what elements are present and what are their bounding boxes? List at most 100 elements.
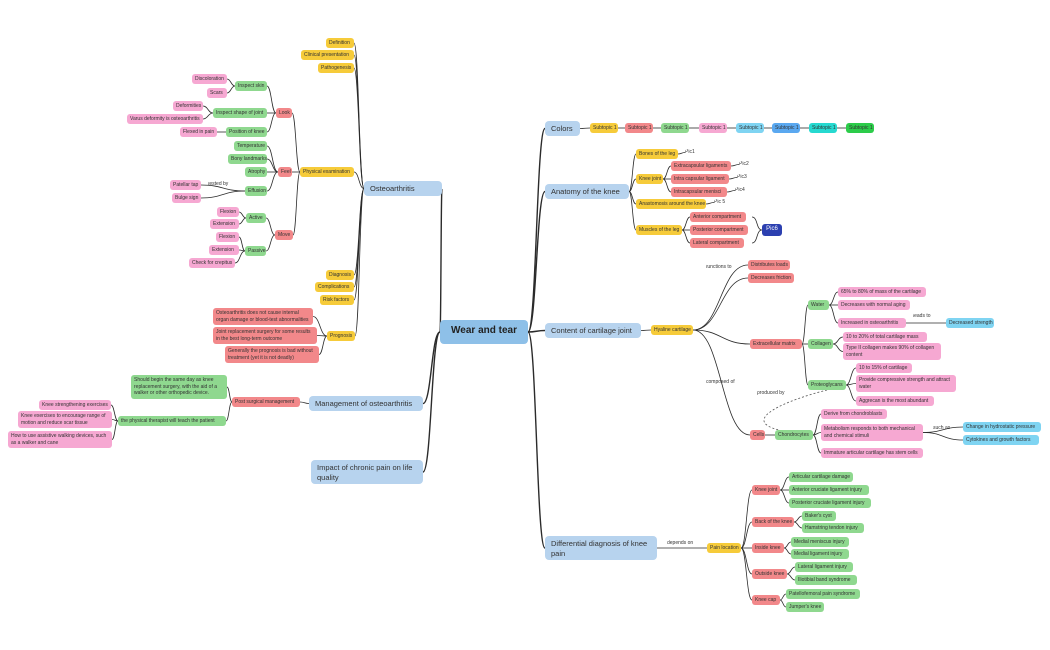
node-cells[interactable]: Cells — [750, 430, 765, 440]
node-kneecap[interactable]: Knee cap — [752, 595, 780, 605]
node-prog1[interactable]: Osteoarthritis does not cause internal o… — [213, 308, 313, 325]
node-st8[interactable]: Subtopic 1 — [846, 123, 874, 133]
node-anat[interactable]: Anatomy of the knee — [545, 184, 629, 199]
node-bulge[interactable]: Bulge sign — [172, 193, 201, 203]
node-outsideknee[interactable]: Outside knee — [752, 569, 787, 579]
node-feel[interactable]: Feel — [278, 167, 292, 177]
node-flex2[interactable]: Flexion — [216, 232, 239, 242]
node-prog2[interactable]: Joint replacement surgery for some resul… — [213, 327, 317, 344]
node-deform[interactable]: Deformities — [173, 101, 203, 111]
node-ch3[interactable]: Immature articular cartilage has stem ce… — [821, 448, 923, 458]
node-root[interactable]: Wear and tear — [440, 320, 528, 344]
node-bony[interactable]: Bony landmarks — [228, 154, 267, 164]
node-effusion[interactable]: Effusion — [245, 186, 267, 196]
node-ch1[interactable]: Derive from chondroblasts — [821, 409, 887, 419]
node-clin[interactable]: Clinical presentation — [301, 50, 354, 60]
node-hydro[interactable]: Change in hydrostatic pressure — [963, 422, 1041, 432]
node-painloc[interactable]: Pain location — [707, 543, 741, 553]
node-d4[interactable]: Baker's cyst — [802, 511, 836, 521]
node-d6[interactable]: Medial meniscus injury — [791, 537, 849, 547]
node-p3[interactable]: Aggrecan is the most abundant — [856, 396, 934, 406]
node-dependson[interactable]: depends on — [667, 540, 694, 546]
node-d8[interactable]: Lateral ligament injury — [795, 562, 853, 572]
node-path[interactable]: Pathogenesis — [318, 63, 354, 73]
node-passive[interactable]: Passive — [245, 246, 266, 256]
node-d5[interactable]: Hamstring tendon injury — [802, 523, 864, 533]
node-p1[interactable]: 10 to 15% of cartilage — [856, 363, 912, 373]
node-w3[interactable]: Increased in osteoarthritis — [838, 318, 906, 328]
node-intramen[interactable]: Intracapsular menisci — [671, 187, 727, 197]
node-impact[interactable]: Impact of chronic pain on life quality — [311, 460, 423, 484]
node-st4[interactable]: Subtopic 1 — [699, 123, 727, 133]
node-compof[interactable]: composed of — [706, 379, 735, 385]
node-active[interactable]: Active — [246, 213, 266, 223]
node-temp[interactable]: Temperature — [234, 141, 267, 151]
node-st2[interactable]: Subtopic 1 — [625, 123, 653, 133]
node-flexed[interactable]: Flexed in pain — [180, 127, 217, 137]
node-patellar[interactable]: Patellar tap — [170, 180, 201, 190]
node-pic5[interactable]: Pic 5 — [714, 199, 726, 205]
node-diff[interactable]: Differential diagnosis of knee pain — [545, 536, 657, 560]
node-bones[interactable]: Bones of the leg — [636, 149, 678, 159]
node-proteo[interactable]: Proteoglycans — [808, 380, 846, 390]
node-pic6[interactable]: Pic6 — [762, 224, 782, 236]
node-intracaps[interactable]: Intra capsular ligament — [671, 174, 729, 184]
node-ext1[interactable]: Extension — [210, 219, 239, 229]
node-producedby[interactable]: produced by — [757, 390, 785, 396]
node-w1[interactable]: 65% to 80% of mass of the cartilage — [838, 287, 926, 297]
node-pic1[interactable]: Pic1 — [685, 149, 695, 155]
node-leadsto[interactable]: leads to — [913, 313, 931, 319]
node-prog[interactable]: Prognosis — [327, 331, 355, 341]
node-cyto[interactable]: Cytokines and growth factors — [963, 435, 1039, 445]
node-d1[interactable]: Articular cartilage damage — [789, 472, 853, 482]
node-look[interactable]: Look — [276, 108, 292, 118]
node-pic4[interactable]: Pic4 — [735, 187, 745, 193]
node-d11[interactable]: Jumper's knee — [786, 602, 824, 612]
node-pic3[interactable]: Pic3 — [737, 174, 747, 180]
node-kneejoint[interactable]: Knee joint — [636, 174, 663, 184]
node-colors[interactable]: Colors — [545, 121, 580, 136]
node-water[interactable]: Water — [808, 300, 829, 310]
node-inspshape[interactable]: Inspect shape of joint — [213, 108, 267, 118]
node-d3[interactable]: Posterior cruciate ligament injury — [789, 498, 871, 508]
node-st5[interactable]: Subtopic 1 — [736, 123, 764, 133]
node-w2[interactable]: Decreases with normal aging — [838, 300, 910, 310]
node-ecm[interactable]: Extracellular matrix — [750, 339, 802, 349]
node-st1[interactable]: Subtopic 1 — [590, 123, 618, 133]
node-therapist[interactable]: the physical therapist will teach the pa… — [118, 416, 226, 426]
node-p2[interactable]: Provide compressive strength and attract… — [856, 375, 956, 392]
node-atrophy[interactable]: Atrophy — [245, 167, 267, 177]
node-d7[interactable]: Medial ligament injury — [791, 549, 849, 559]
node-kneeex[interactable]: Knee exercises to encourage range of mot… — [18, 411, 112, 428]
node-diag[interactable]: Diagnosis — [326, 270, 354, 280]
node-st3[interactable]: Subtopic 1 — [661, 123, 689, 133]
node-c1[interactable]: 10 to 20% of total cartilage mass — [843, 332, 927, 342]
node-discol[interactable]: Discoloration — [192, 74, 227, 84]
node-prog3[interactable]: Generally the prognosis is bad without t… — [225, 346, 319, 363]
node-backknee[interactable]: Back of the knee — [752, 517, 794, 527]
node-d9[interactable]: Iliotibial band syndrome — [795, 575, 857, 585]
node-pic2[interactable]: Pic2 — [739, 161, 749, 167]
node-postcomp[interactable]: Posterior compartment — [690, 225, 748, 235]
node-posknee[interactable]: Position of knee — [226, 127, 267, 137]
node-st6[interactable]: Subtopic 1 — [772, 123, 800, 133]
node-move[interactable]: Move — [275, 230, 293, 240]
node-muscles[interactable]: Muscles of the leg — [636, 225, 682, 235]
node-ext2[interactable]: Extension — [209, 245, 239, 255]
node-c2[interactable]: Type II collagen makes 90% of collagen c… — [843, 343, 941, 360]
node-distload[interactable]: Distributes loads — [748, 260, 790, 270]
node-chondro[interactable]: Chondrocytes — [775, 430, 813, 440]
node-risk[interactable]: Risk factors — [320, 295, 354, 305]
node-anast[interactable]: Anastomosis around the knee — [636, 199, 706, 209]
node-decfric[interactable]: Decreases friction — [748, 273, 794, 283]
node-antcomp[interactable]: Anterior compartment — [690, 212, 746, 222]
node-d2[interactable]: Anterior cruciate ligament injury — [789, 485, 869, 495]
node-insideknee[interactable]: Inside knee — [752, 543, 784, 553]
node-kjoint[interactable]: Knee joint — [752, 485, 780, 495]
node-def[interactable]: Definition — [326, 38, 354, 48]
node-mgmt[interactable]: Management of osteoarthritis — [309, 396, 423, 411]
node-shouldbegin[interactable]: Should begin the same day as knee replac… — [131, 375, 227, 399]
node-oa[interactable]: Osteoarthritis — [364, 181, 442, 196]
node-functo[interactable]: functions to — [706, 264, 732, 270]
node-physex[interactable]: Physical examination — [300, 167, 354, 177]
